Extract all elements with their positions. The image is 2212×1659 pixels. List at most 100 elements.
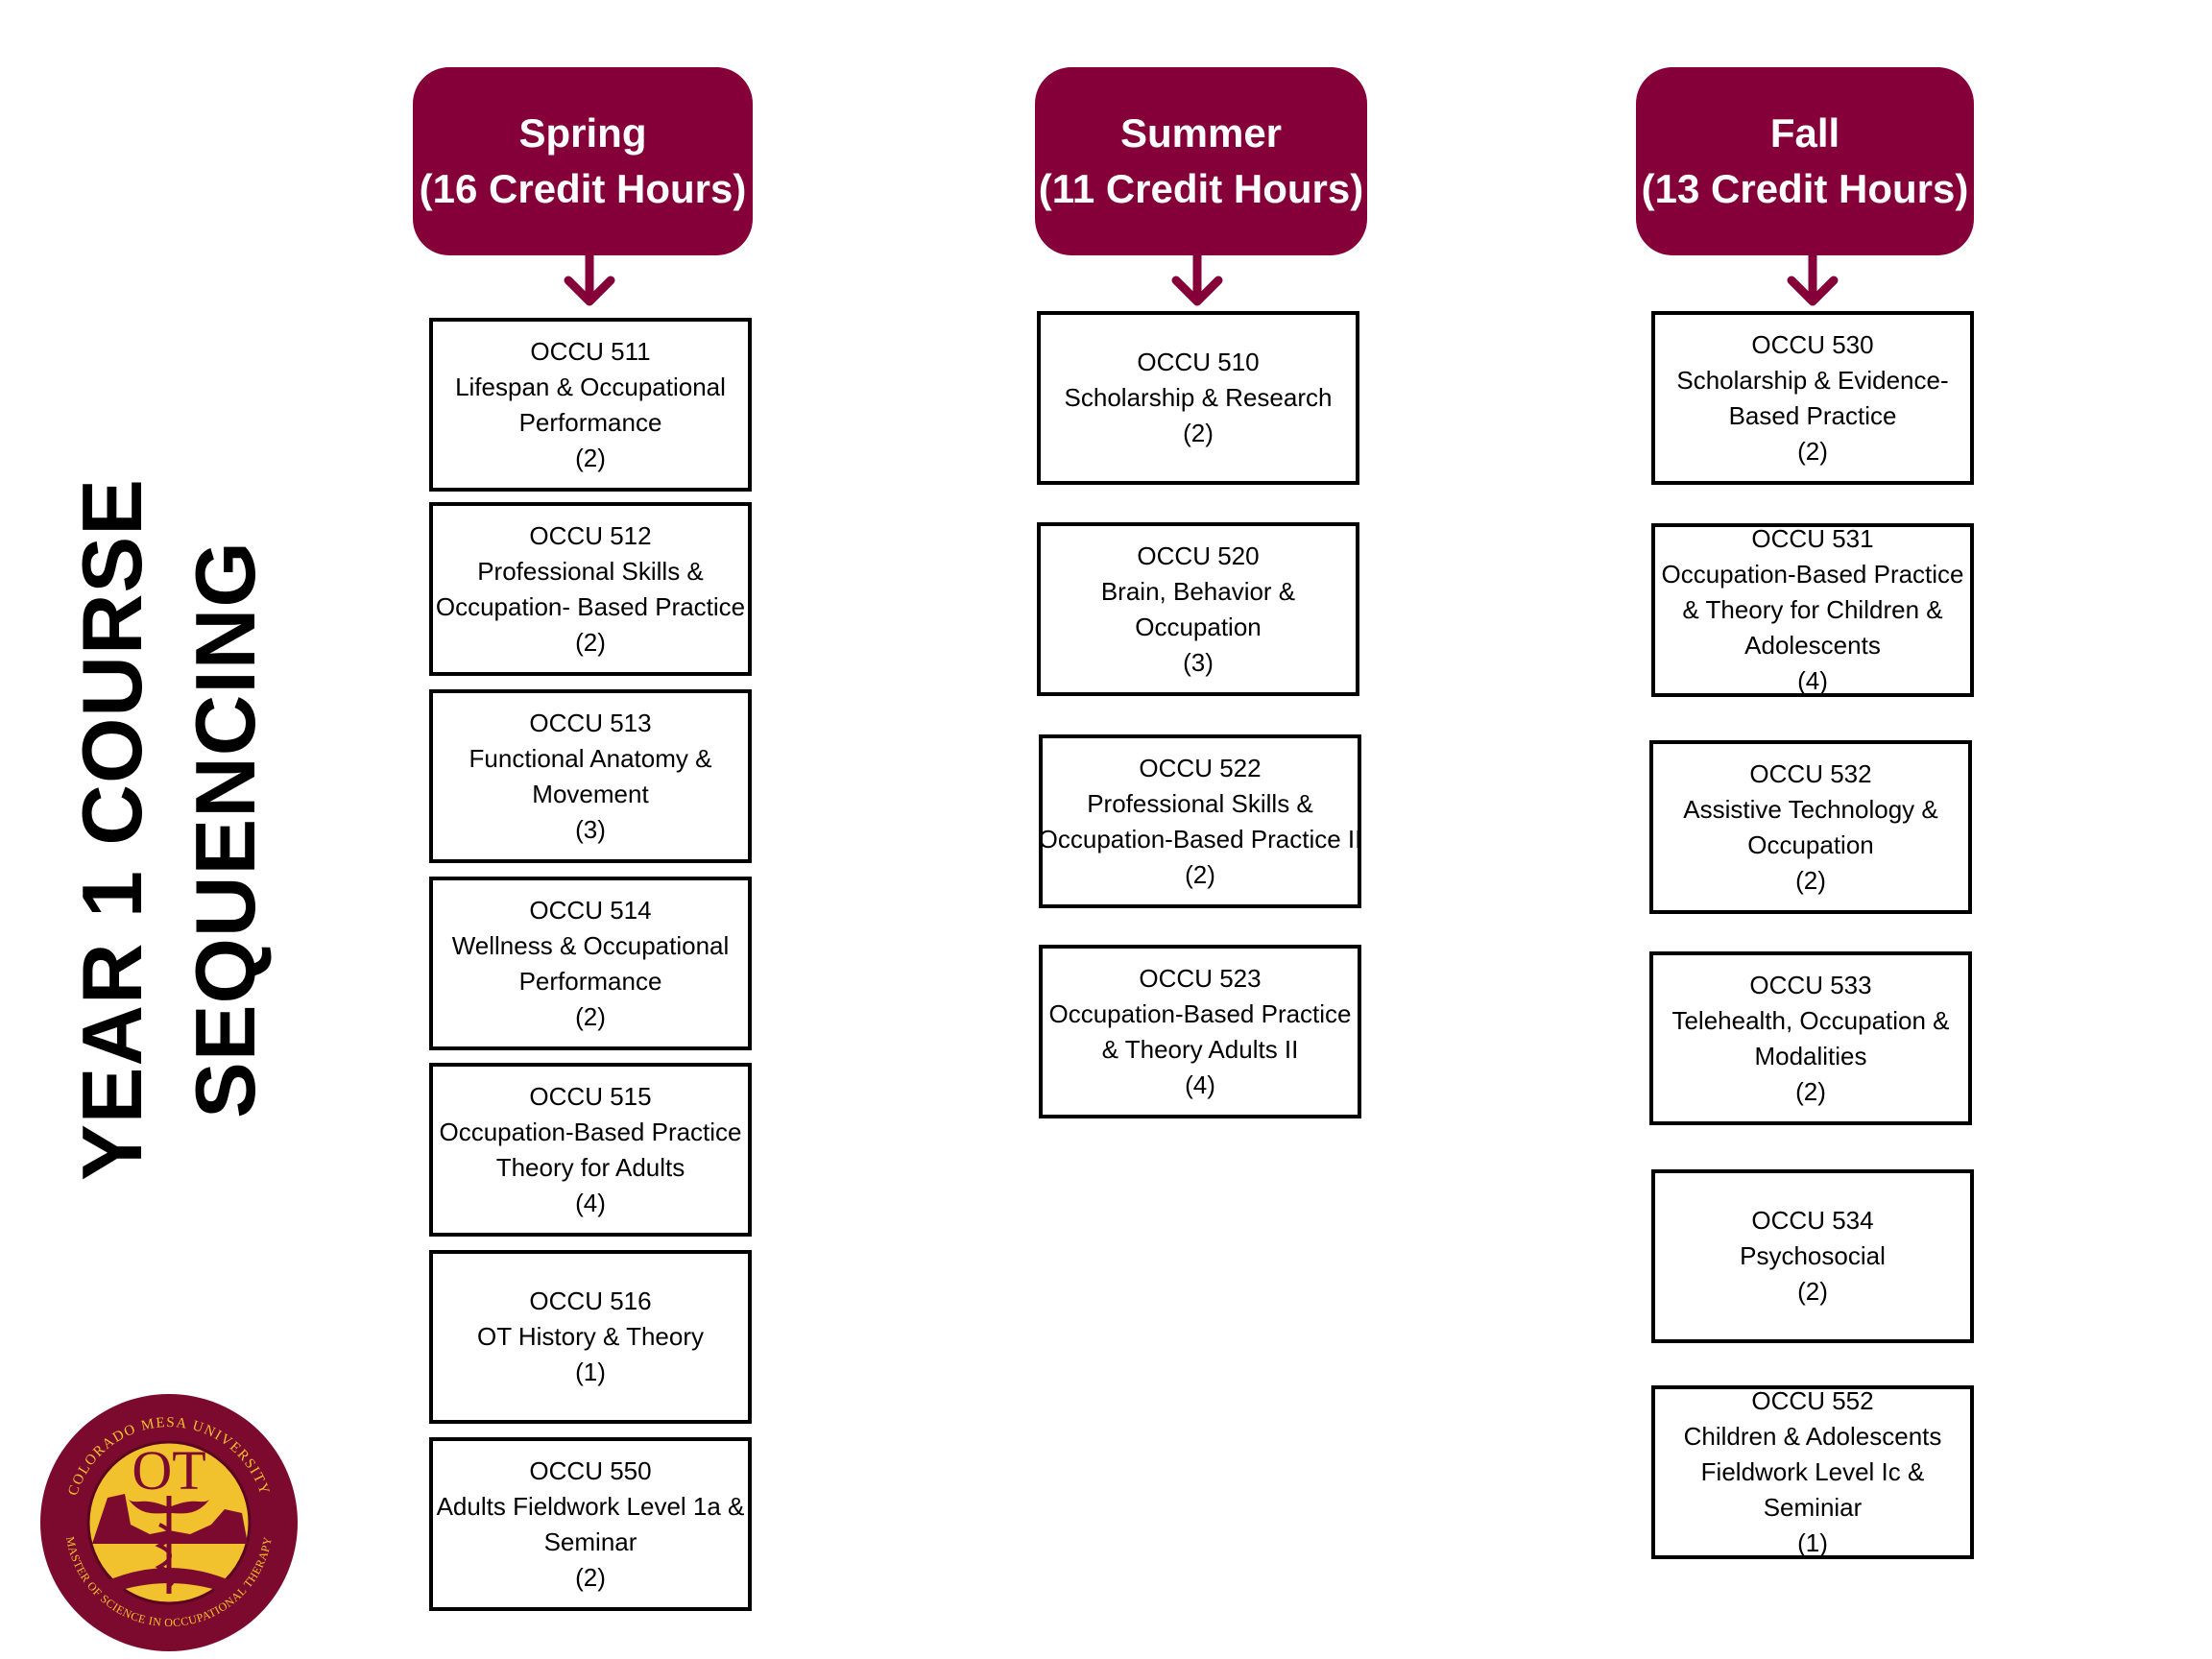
course-title-line: Brain, Behavior & [1100, 576, 1296, 606]
course-title-line: Occupation-Based Practice [439, 1117, 742, 1146]
course-credit-hours: (4) [1185, 1070, 1215, 1099]
semester-header-fall: Fall (13 Credit Hours) [1636, 67, 1974, 255]
page-title-line-1: YEAR 1 COURSE [64, 478, 159, 1181]
course-code: OCCU 523 [1139, 963, 1262, 993]
course-credit-hours: (3) [1183, 647, 1214, 677]
course-credit-hours: (2) [575, 1001, 606, 1031]
course-code: OCCU 514 [529, 895, 652, 925]
mesa-landscape-icon [92, 1494, 248, 1544]
course-title-line: Seminar [543, 1527, 637, 1556]
course-code: OCCU 511 [530, 336, 651, 366]
course-code: OCCU 512 [529, 520, 652, 550]
semester-credit-hours: (13 Credit Hours) [1641, 166, 1969, 211]
course-code: OCCU 530 [1751, 329, 1874, 359]
course-credit-hours: (4) [575, 1188, 606, 1217]
course-title-line: Scholarship & Research [1064, 383, 1333, 412]
course-code: OCCU 513 [529, 708, 652, 737]
course-code: OCCU 522 [1139, 753, 1262, 782]
course-title-line: Occupation-Based Practice [1048, 998, 1352, 1028]
course-title-line: Assistive Technology & [1683, 794, 1938, 824]
course-credit-hours: (1) [575, 1358, 606, 1386]
course-title-line: Children & Adolescents [1683, 1422, 1942, 1451]
course-credit-hours: (2) [1797, 436, 1828, 466]
page-title-line-2: SEQUENCING [178, 541, 273, 1118]
course-code: OCCU 510 [1137, 348, 1260, 376]
semester-name: Fall [1769, 110, 1840, 156]
course-title-line: Occupation-Based Practice II [1038, 824, 1362, 854]
course-title-line: Seminiar [1763, 1493, 1863, 1522]
course-title-line: Professional Skills & [1087, 788, 1313, 818]
course-credit-hours: (2) [575, 627, 606, 657]
course-code: OCCU 552 [1751, 1386, 1874, 1415]
page-title: YEAR 1 COURSE SEQUENCING [56, 301, 282, 1358]
course-code: OCCU 533 [1749, 970, 1872, 999]
course-title-line: Performance [518, 966, 662, 996]
down-arrow-icon [1787, 255, 1839, 306]
course-credit-hours: (2) [575, 1562, 606, 1592]
course-credit-hours: (4) [1797, 666, 1828, 695]
course-title-line: Theory for Adults [495, 1152, 685, 1182]
course-title-line: Movement [532, 779, 649, 808]
course-title-line: Adults Fieldwork Level 1a & [436, 1491, 745, 1521]
course-credit-hours: (2) [1797, 1277, 1828, 1306]
course-title-line: OT History & Theory [477, 1322, 704, 1351]
course-title-line: Modalities [1754, 1041, 1867, 1070]
course-title-line: & Theory for Children & [1682, 595, 1943, 624]
course-code: OCCU 550 [529, 1455, 652, 1485]
course-title-line: Occupation- Based Practice [435, 591, 746, 621]
course-title-line: Performance [518, 407, 662, 437]
course-title-line: Adolescents [1744, 631, 1881, 660]
course-code: OCCU 515 [529, 1081, 652, 1111]
course-title-line: Functional Anatomy & [469, 743, 712, 773]
course-title-line: Professional Skills & [477, 556, 704, 586]
course-code: OCCU 531 [1751, 524, 1874, 553]
course-credit-hours: (2) [1795, 865, 1826, 895]
course-code: OCCU 534 [1751, 1206, 1874, 1235]
logo-initials: OT [132, 1439, 205, 1502]
semester-name: Summer [1119, 110, 1283, 156]
course-title-line: Scholarship & Evidence- [1676, 365, 1949, 395]
course-credit-hours: (3) [575, 814, 606, 844]
course-title-line: Occupation [1747, 830, 1874, 859]
course-title-line: Occupation-Based Practice [1661, 560, 1964, 589]
university-logo: OT COLORADO MESA UNIVERSITY MASTER OF SC… [40, 1394, 298, 1651]
course-title-line: Psychosocial [1740, 1241, 1886, 1270]
down-arrow-icon [1171, 255, 1223, 306]
course-credit-hours: (2) [1185, 859, 1215, 889]
semester-credit-hours: (11 Credit Hours) [1038, 166, 1364, 211]
course-credit-hours: (2) [1183, 419, 1214, 447]
course-title-line: Wellness & Occupational [451, 930, 730, 960]
down-arrow-icon [564, 255, 615, 306]
course-code: OCCU 532 [1749, 758, 1872, 788]
course-code: OCCU 520 [1137, 541, 1260, 570]
course-title-line: Telehealth, Occupation & [1671, 1005, 1950, 1035]
course-title-line: Lifespan & Occupational [455, 372, 726, 401]
course-title-line: Based Practice [1728, 400, 1897, 430]
course-credit-hours: (1) [1797, 1528, 1828, 1557]
semester-header-summer: Summer (11 Credit Hours) [1035, 67, 1367, 255]
course-title-line: & Theory Adults II [1101, 1034, 1299, 1064]
course-title-line: Occupation [1135, 612, 1262, 641]
semester-header-spring: Spring (16 Credit Hours) [413, 67, 753, 255]
semester-name: Spring [518, 110, 647, 156]
course-credit-hours: (2) [575, 443, 606, 472]
course-title-line: Fieldwork Level Ic & [1700, 1457, 1925, 1486]
course-credit-hours: (2) [1795, 1076, 1826, 1106]
semester-credit-hours: (16 Credit Hours) [419, 166, 747, 211]
